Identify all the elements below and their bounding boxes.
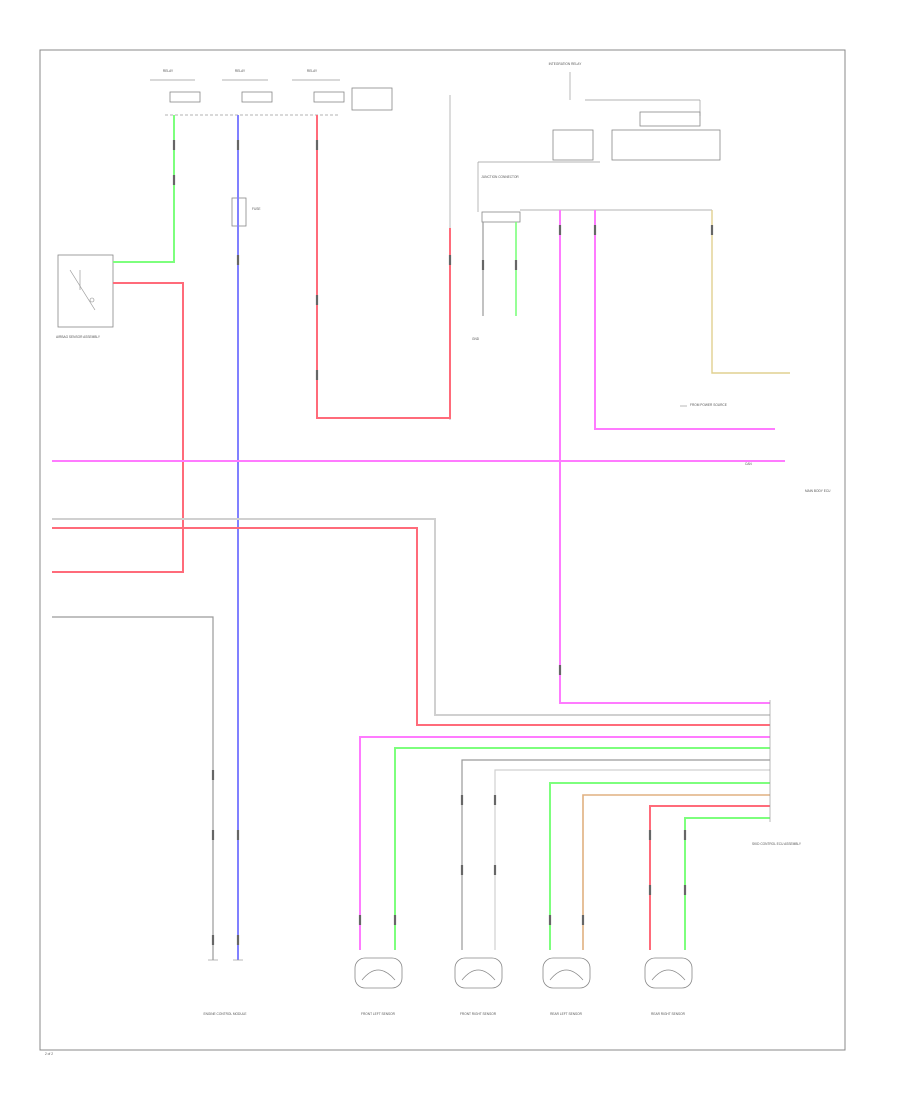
green-wire-1: [113, 115, 175, 263]
tan-wire-2: [582, 794, 770, 950]
magenta-wire-4: [359, 736, 770, 950]
top-relay-group: RELAY RELAY RELAY INTEGRATION RELAY: [150, 62, 583, 116]
wire-group: [52, 115, 790, 960]
mid-connector-label: JUNCTION CONNECTOR: [481, 175, 519, 179]
red-wire-2: [316, 115, 451, 419]
integration-relay-box: JUNCTION CONNECTOR: [449, 72, 721, 420]
red-wire-4: [649, 805, 770, 950]
white-wire-2: [494, 769, 770, 950]
skid-ecu-label: SKID CONTROL ECU ASSEMBLY: [752, 842, 802, 846]
engine-ecm-component: ENGINE CONTROL MODULE: [203, 959, 247, 1016]
top-integration-note: INTEGRATION RELAY: [549, 62, 583, 66]
right-note-ecu: MAIN BODY ECU: [805, 489, 831, 493]
sensor-front-right: FRONT RIGHT SENSOR: [454, 957, 503, 1016]
gray-wire-1: [52, 616, 214, 960]
green-wire-5: [684, 817, 770, 950]
green-wire-3: [394, 747, 770, 950]
fuse-label: FUSE: [252, 207, 261, 211]
airbag-sensor-label: AIRBAG SENSOR ASSEMBLY: [56, 335, 101, 339]
relay-label-2: RELAY: [235, 69, 246, 73]
airbag-sensor-component: AIRBAG SENSOR ASSEMBLY: [56, 254, 114, 339]
red-wire-3: [52, 527, 770, 726]
red-wire-1: [52, 282, 184, 573]
relay-label-1: RELAY: [163, 69, 174, 73]
sensor-front-left: FRONT LEFT SENSOR: [354, 957, 403, 1016]
tan-wire-1: [711, 210, 790, 374]
diagram-frame: [39, 49, 846, 1051]
gray-wire-3: [461, 759, 770, 950]
sensor-3-label: REAR LEFT SENSOR: [550, 1012, 583, 1016]
ground-label: GND: [472, 337, 480, 341]
magenta-wire-3: [594, 210, 775, 430]
white-wire-1: [52, 518, 770, 716]
sensor-2-label: FRONT RIGHT SENSOR: [460, 1012, 497, 1016]
sensor-rear-left: REAR LEFT SENSOR: [542, 957, 591, 1016]
right-note-can: CAN: [745, 462, 752, 466]
sensor-rear-right: REAR RIGHT SENSOR: [644, 957, 693, 1016]
right-note-power: FROM POWER SOURCE: [690, 403, 727, 407]
magenta-wire-2: [559, 210, 770, 704]
sensor-4-label: REAR RIGHT SENSOR: [651, 1012, 686, 1016]
wire-markers: [172, 140, 714, 945]
skid-ecu-terminals: SKID CONTROL ECU ASSEMBLY: [752, 700, 802, 846]
green-wire-4: [549, 782, 770, 950]
page-number: 2 of 2: [45, 1052, 53, 1056]
relay-label-3: RELAY: [307, 69, 318, 73]
sensor-1-label: FRONT LEFT SENSOR: [361, 1012, 396, 1016]
engine-ecm-label: ENGINE CONTROL MODULE: [203, 1012, 246, 1016]
